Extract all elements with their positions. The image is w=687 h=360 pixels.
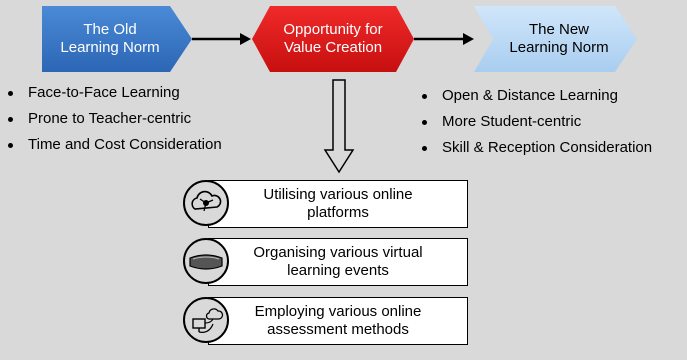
old-norm-point: Time and Cost Consideration bbox=[6, 132, 222, 158]
outcome-box: Utilising various online platforms bbox=[208, 180, 468, 228]
vr-headset-icon bbox=[183, 238, 229, 284]
arrowhead-1 bbox=[240, 33, 251, 45]
computer-network-icon bbox=[183, 297, 229, 343]
old-norm-shape bbox=[42, 6, 192, 72]
old-norm-points: Face-to-Face Learning Prone to Teacher-c… bbox=[6, 80, 222, 158]
old-norm-label: The Old Learning Norm bbox=[60, 21, 160, 56]
outcome-box: Organising various virtual learning even… bbox=[208, 238, 468, 286]
opportunity-label: Opportunity for Value Creation bbox=[283, 21, 383, 56]
down-arrow bbox=[323, 79, 355, 174]
new-norm-point: Open & Distance Learning bbox=[420, 83, 652, 109]
old-norm-point: Prone to Teacher-centric bbox=[6, 106, 222, 132]
new-norm-shape bbox=[474, 6, 637, 72]
new-norm-points: Open & Distance Learning More Student-ce… bbox=[420, 83, 652, 161]
opportunity-shape bbox=[252, 6, 414, 72]
new-norm-point: Skill & Reception Consideration bbox=[420, 135, 652, 161]
new-norm-point: More Student-centric bbox=[420, 109, 652, 135]
arrowhead-2 bbox=[463, 33, 474, 45]
old-norm-point: Face-to-Face Learning bbox=[6, 80, 222, 106]
cloud-network-icon bbox=[183, 180, 229, 226]
outcome-box: Employing various online assessment meth… bbox=[208, 297, 468, 345]
new-norm-label: The New Learning Norm bbox=[509, 21, 609, 56]
